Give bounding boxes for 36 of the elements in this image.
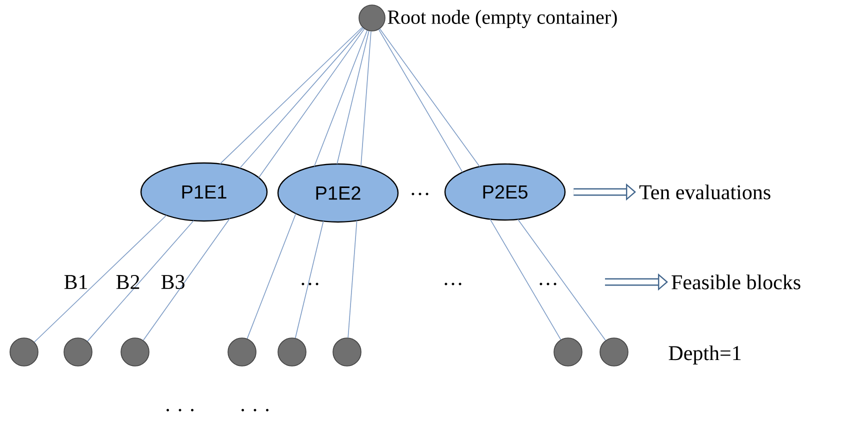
ellipsis: … <box>302 282 318 286</box>
ellipsis: · · · <box>242 408 268 412</box>
annotation-text: Ten evaluations <box>639 184 770 200</box>
node-caption: Root node (empty container) <box>388 10 617 28</box>
ellipsis: … <box>540 282 556 286</box>
depth-label: Depth=1 <box>668 345 741 364</box>
annotation-text: Feasible blocks <box>672 274 800 290</box>
circle-node <box>332 338 362 366</box>
tree-line <box>348 220 358 338</box>
tree-line <box>142 218 230 341</box>
ellipsis: … <box>412 192 428 196</box>
block-label: B1 <box>64 275 87 289</box>
tree-line <box>490 218 562 340</box>
tree-line <box>378 28 480 173</box>
tree-line <box>294 220 324 338</box>
circle-node <box>228 338 256 366</box>
tree-line <box>87 220 194 342</box>
circle-node <box>278 338 306 366</box>
circle-node <box>64 338 92 366</box>
tree-line <box>246 213 296 339</box>
tree-line <box>34 214 167 342</box>
block-label: B3 <box>161 274 184 290</box>
ellipsis: · · · <box>166 408 194 412</box>
circle-node <box>120 338 150 366</box>
tree-line <box>314 30 372 167</box>
circle-node <box>600 338 628 366</box>
ellipsis: … <box>444 282 462 286</box>
block-label: B2 <box>116 275 140 289</box>
circle-node <box>10 338 38 366</box>
ellipse-node: P2E5 <box>444 163 566 221</box>
ellipse-node: P1E1 <box>140 162 268 222</box>
circle-node <box>554 338 582 366</box>
ellipse-node: P1E2 <box>277 163 399 223</box>
tree-line <box>518 218 606 341</box>
tree-line <box>220 26 365 178</box>
circle-node <box>358 4 386 32</box>
